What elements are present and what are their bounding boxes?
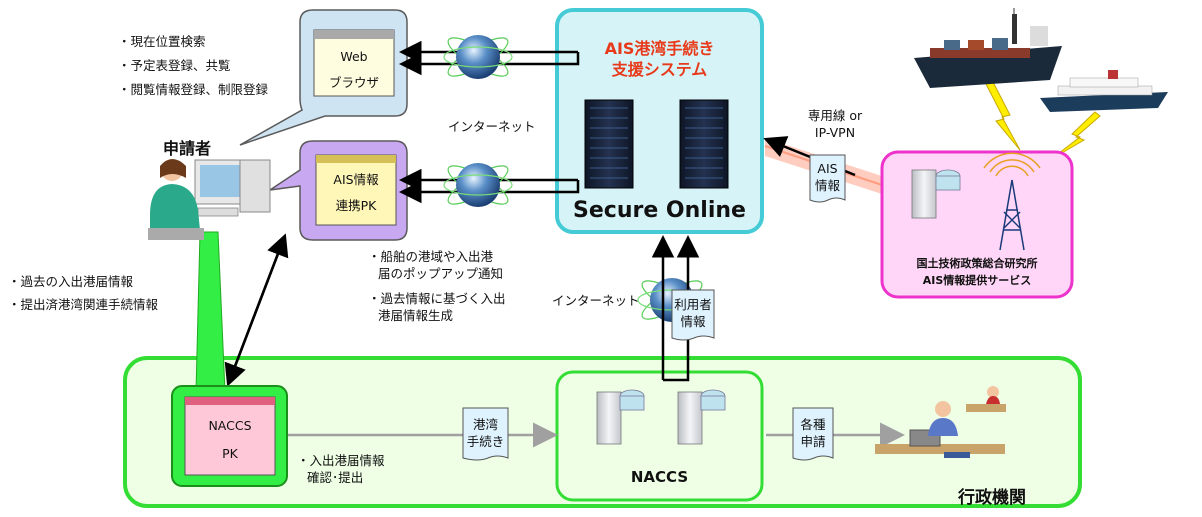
- port-doc-line2: 手続き: [466, 434, 505, 449]
- submission-note-line1: ・入出港届情報: [297, 453, 385, 468]
- record-item: ・過去の入出港届情報: [8, 274, 134, 289]
- application-doc-line1: 各種: [800, 417, 826, 432]
- lightning-2: [1049, 111, 1101, 161]
- feature-item: ・現在位置検索: [118, 34, 206, 49]
- ais-pk-window: [315, 154, 397, 226]
- user-info-doc-shape: [671, 289, 715, 341]
- provider-server-icon: [911, 169, 961, 219]
- ais-pk-feature: ・過去情報に基づく入出: [368, 291, 506, 306]
- secure-online-logo: Secure Online: [557, 198, 762, 224]
- feature-item: ・閲覧情報登録、制限登録: [118, 82, 269, 97]
- ais-pk-label: AIS情報 連携PK: [316, 167, 396, 219]
- ais-pk-feature-list: ・船舶の港域や入出港 届のポップアップ通知 ・過去情報に基づく入出 港届情報生成: [368, 248, 506, 324]
- web-browser-window: [313, 29, 395, 97]
- radio-waves-icon: [983, 152, 1041, 177]
- provider-label: 国土技術政策総合研究所 AIS情報提供サービス: [882, 255, 1072, 289]
- naccs-label: NACCS: [630, 468, 689, 486]
- record-item: ・提出済港湾関連手続情報: [8, 297, 159, 312]
- naccs-pk-line2: PK: [222, 446, 238, 461]
- application-doc-line2: 申請: [800, 434, 826, 449]
- naccs-pk-line1: NACCS: [208, 418, 252, 433]
- internet-label-middle: インターネット: [552, 293, 640, 308]
- ais-pk-line2: 連携PK: [335, 198, 377, 213]
- feature-item: ・予定表登録、共覧: [118, 58, 231, 73]
- government-staff-illustration: [875, 386, 1006, 458]
- applicant-label: 申請者: [163, 139, 212, 158]
- ais-info-doc-label: AIS 情報: [810, 160, 845, 194]
- naccs-pk-label: NACCS PK: [185, 412, 275, 468]
- port-doc-shape: [462, 407, 509, 461]
- globe-top: [443, 35, 513, 79]
- application-doc-shape: [792, 407, 834, 461]
- system-title-line1: AIS港湾手続き: [604, 39, 715, 58]
- dedicated-line-line2: IP-VPN: [814, 125, 856, 140]
- government-label: 行政機関: [958, 488, 1026, 508]
- web-browser-line1: Web: [340, 49, 368, 64]
- submission-note-line2: 確認･提出: [307, 470, 364, 485]
- cruise-ship-illustration: [1040, 70, 1168, 112]
- application-doc-label: 各種 申請: [793, 416, 833, 450]
- naccs-pk-callout: [195, 231, 226, 393]
- ais-pk-feature: 届のポップアップ通知: [378, 266, 504, 281]
- naccs-server-icon-2: [677, 389, 726, 445]
- antenna-tower-icon: [999, 179, 1025, 251]
- naccs-pk-window: [184, 396, 276, 476]
- provider-line1: 国土技術政策総合研究所: [916, 257, 1038, 270]
- ais-pk-feature: ・船舶の港域や入出港: [368, 249, 494, 264]
- port-doc-line1: 港湾: [472, 417, 498, 432]
- applicant-feature-list: ・現在位置検索 ・予定表登録、共覧 ・閲覧情報登録、制限登録: [118, 33, 268, 98]
- system-title: AIS港湾手続き 支援システム: [557, 38, 762, 80]
- ais-pk-line1: AIS情報: [333, 172, 379, 187]
- ais-info-doc-line1: AIS: [817, 161, 838, 176]
- dedicated-line-label: 専用線 or IP-VPN: [792, 107, 878, 141]
- lightning-1: [985, 79, 1021, 151]
- user-info-doc-label: 利用者 情報: [672, 296, 714, 330]
- ais-info-doc-line2: 情報: [814, 178, 840, 193]
- web-browser-label: Web ブラウザ: [314, 44, 394, 96]
- server-rack-illustration: [584, 99, 729, 189]
- provider-line2: AIS情報提供サービス: [922, 274, 1032, 287]
- internet-label-top: インターネット: [448, 119, 536, 134]
- system-title-line2: 支援システム: [611, 60, 708, 79]
- port-doc-label: 港湾 手続き: [463, 416, 508, 450]
- user-info-doc-line1: 利用者: [674, 297, 712, 312]
- submission-note: ・入出港届情報 確認･提出: [297, 452, 385, 486]
- globe-middle: [443, 163, 513, 207]
- applicant-illustration: [148, 159, 271, 240]
- naccs-server-icon-1: [596, 389, 645, 445]
- user-info-doc-line2: 情報: [680, 314, 706, 329]
- web-browser-line2: ブラウザ: [328, 75, 379, 90]
- cargo-ship-illustration: [914, 8, 1062, 88]
- ais-info-doc-shape: [809, 154, 846, 203]
- dedicated-line-line1: 専用線 or: [807, 108, 863, 123]
- ais-pk-feature: 港届情報生成: [378, 308, 454, 323]
- applicant-record-list: ・過去の入出港届情報 ・提出済港湾関連手続情報: [8, 273, 158, 313]
- secure-online-text: Secure Online: [573, 198, 746, 223]
